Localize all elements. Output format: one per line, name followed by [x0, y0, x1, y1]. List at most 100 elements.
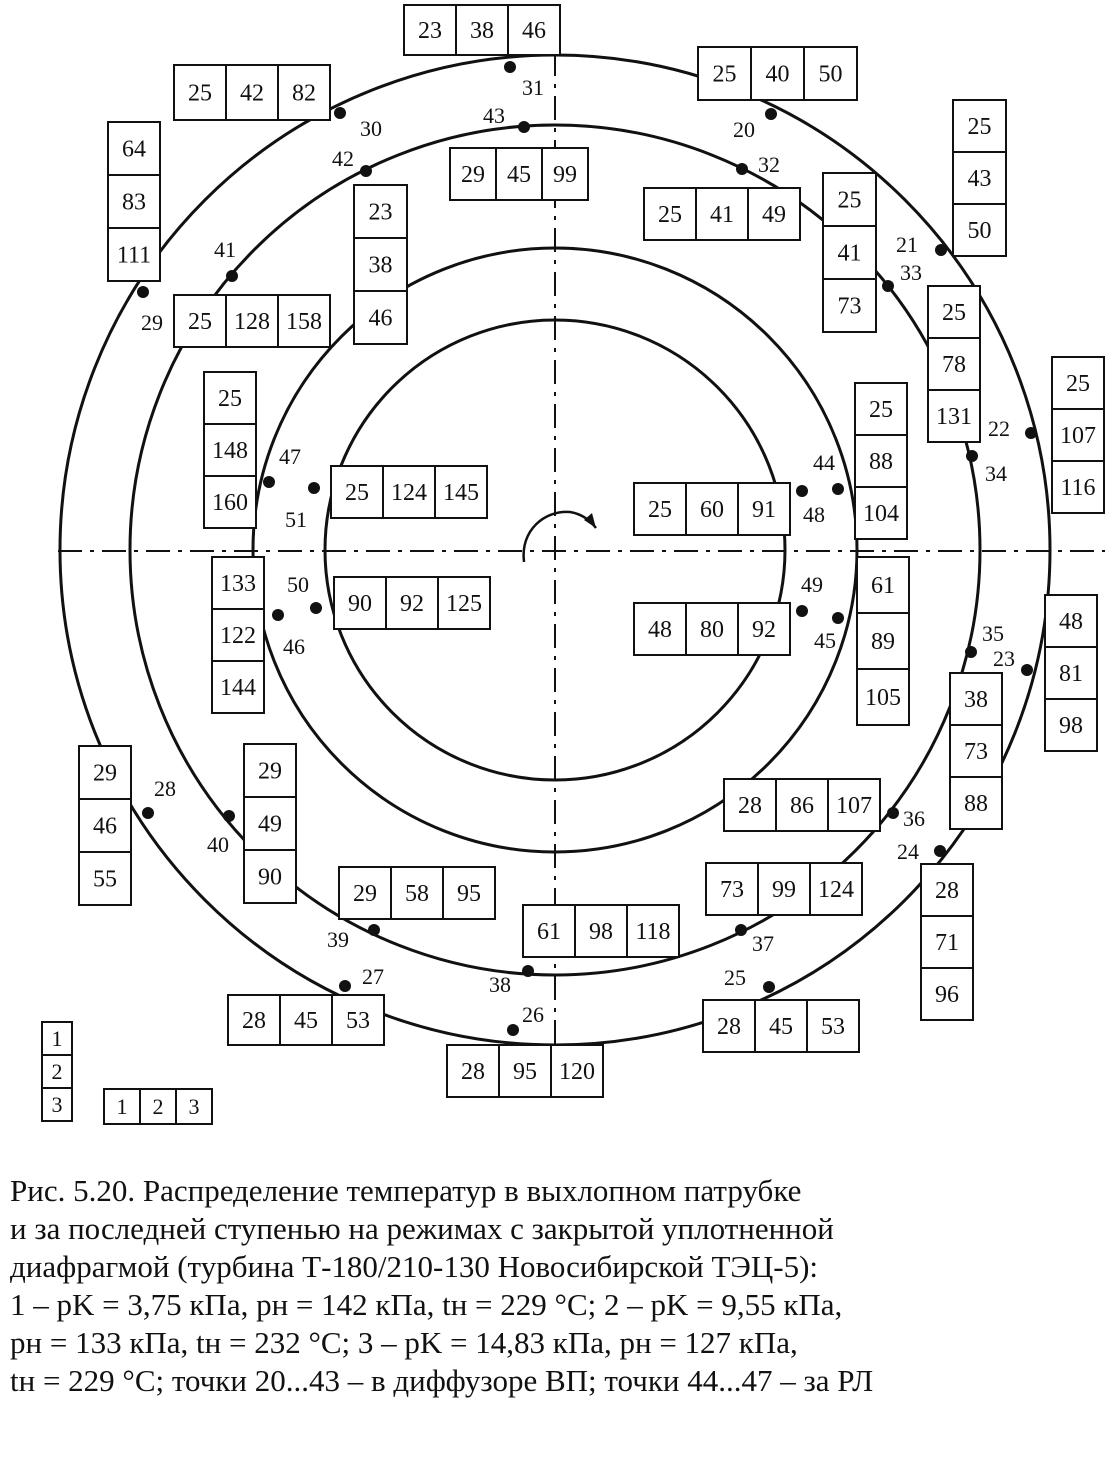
table-cell	[803, 46, 858, 101]
point-label: 39	[327, 927, 349, 952]
table-cell	[1051, 460, 1105, 514]
point-51: 51	[285, 482, 320, 532]
cell-value: 53	[346, 1008, 370, 1034]
point-label: 40	[207, 832, 229, 857]
point-marker	[832, 483, 844, 495]
cell-value: 98	[589, 919, 613, 945]
point-marker	[934, 845, 946, 857]
cell-value: 29	[353, 881, 377, 907]
cell-value: 88	[869, 449, 893, 475]
caption-line: tн = 229 °С; точки 20...43 – в диффузоре…	[10, 1363, 874, 1398]
point-label: 23	[993, 646, 1015, 671]
legend-vertical: 123	[41, 1021, 73, 1122]
point-22: 22	[988, 416, 1037, 441]
rotation-arrow-icon	[522, 510, 597, 563]
cell-value: 28	[738, 793, 762, 819]
cell-value: 46	[93, 814, 117, 840]
cell-value: 23	[418, 18, 442, 44]
point-40: 40	[207, 810, 235, 857]
cell-value: 120	[559, 1059, 595, 1085]
legend-value: 2	[153, 1094, 164, 1119]
point-label: 46	[283, 634, 305, 659]
point-marker	[339, 980, 351, 992]
cell-value: 95	[513, 1059, 537, 1085]
point-marker	[507, 1024, 519, 1036]
cell-value: 49	[762, 202, 786, 228]
table-cell	[498, 1044, 552, 1098]
point-label: 35	[982, 621, 1004, 646]
cell-value: 111	[117, 243, 151, 269]
point-27: 27	[339, 964, 384, 992]
table-cell	[626, 904, 680, 958]
table-cell	[78, 798, 132, 853]
table-cell	[353, 290, 408, 345]
table-cell	[203, 423, 257, 477]
cell-value: 99	[772, 877, 796, 903]
point-32: 32	[736, 152, 780, 177]
table-cell	[495, 147, 543, 201]
cell-value: 128	[234, 309, 270, 335]
table-cell	[827, 778, 881, 832]
cell-value: 25	[838, 188, 862, 214]
point-marker	[334, 107, 346, 119]
point-label: 49	[801, 572, 823, 597]
cell-value: 46	[369, 306, 393, 332]
cell-value: 88	[964, 791, 988, 817]
table-cell	[723, 778, 777, 832]
cell-value: 160	[212, 490, 248, 516]
cell-value: 25	[713, 62, 737, 88]
table-cell	[78, 745, 132, 800]
table-cell	[353, 184, 408, 239]
point-label: 50	[287, 572, 309, 597]
point-label: 28	[154, 776, 176, 801]
cell-value: 95	[457, 881, 481, 907]
point-marker	[308, 482, 320, 494]
point-marker	[360, 165, 372, 177]
point-50: 50	[287, 572, 322, 614]
table-cell	[822, 225, 877, 280]
point-42: 42	[332, 146, 372, 177]
table-cell	[550, 1044, 604, 1098]
point-marker	[518, 121, 530, 133]
cell-value: 48	[1059, 609, 1083, 635]
cell-value: 41	[838, 241, 862, 267]
cell-value: 131	[936, 404, 972, 430]
table-cell	[775, 778, 829, 832]
cell-value: 148	[212, 438, 248, 464]
cell-value: 50	[819, 62, 843, 88]
point-49: 49	[796, 572, 823, 617]
cell-value: 25	[869, 397, 893, 423]
cell-value: 28	[461, 1059, 485, 1085]
cell-value: 86	[790, 793, 814, 819]
point-label: 20	[733, 117, 755, 142]
legend-value: 1	[52, 1026, 63, 1051]
caption-line: Рис. 5.20. Распределение температур в вы…	[10, 1173, 802, 1208]
table-cell	[822, 278, 877, 333]
cell-value: 90	[258, 865, 282, 891]
cell-value: 28	[717, 1014, 741, 1040]
cell-value: 45	[507, 162, 531, 188]
cell-value: 125	[446, 591, 482, 617]
caption-line: pн = 133 кПа, tн = 232 °С; 3 – pK = 14,8…	[10, 1325, 798, 1360]
point-marker	[735, 924, 747, 936]
cell-value: 61	[537, 919, 561, 945]
table-cell	[78, 851, 132, 906]
cell-value: 91	[752, 497, 776, 523]
table-cell	[107, 227, 161, 282]
table-cell	[243, 743, 297, 798]
